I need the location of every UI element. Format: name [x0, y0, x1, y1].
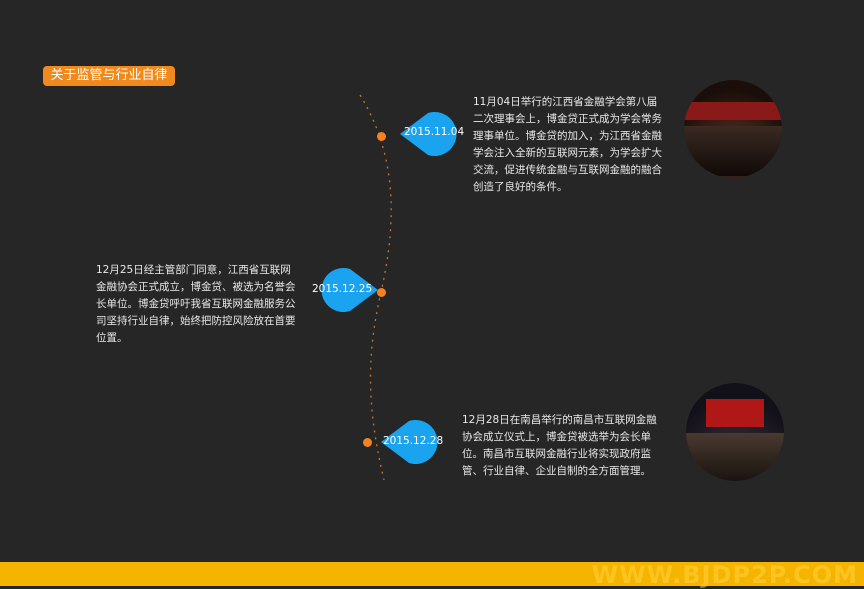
- date-label: 2015.12.28: [383, 435, 444, 447]
- event-photo: [684, 80, 782, 178]
- section-tag: 关于监管与行业自律: [43, 66, 175, 86]
- date-label: 2015.12.25: [312, 283, 373, 295]
- watermark: WWW.BJDP2P.COM: [591, 561, 858, 589]
- event-photo: [686, 383, 784, 481]
- footer-bar: WWW.BJDP2P.COM: [0, 561, 864, 589]
- date-bubble: [400, 112, 457, 156]
- date-label: 2015.11.04: [404, 126, 465, 138]
- date-bubble: [381, 420, 438, 464]
- date-bubble: [321, 268, 378, 312]
- event-text: 12月28日在南昌举行的南昌市互联网金融协会成立仪式上，博金贷被选举为会长单位。…: [462, 414, 657, 477]
- event-text: 12月25日经主管部门同意，江西省互联网金融协会正式成立，博金贷、被选为名誉会长…: [96, 264, 296, 344]
- event-text: 11月04日举行的江西省金融学会第八届二次理事会上，博金贷正式成为学会常务理事单…: [473, 96, 662, 193]
- timeline-dot: [363, 438, 372, 447]
- timeline-dot: [377, 132, 386, 141]
- timeline-dot: [377, 288, 386, 297]
